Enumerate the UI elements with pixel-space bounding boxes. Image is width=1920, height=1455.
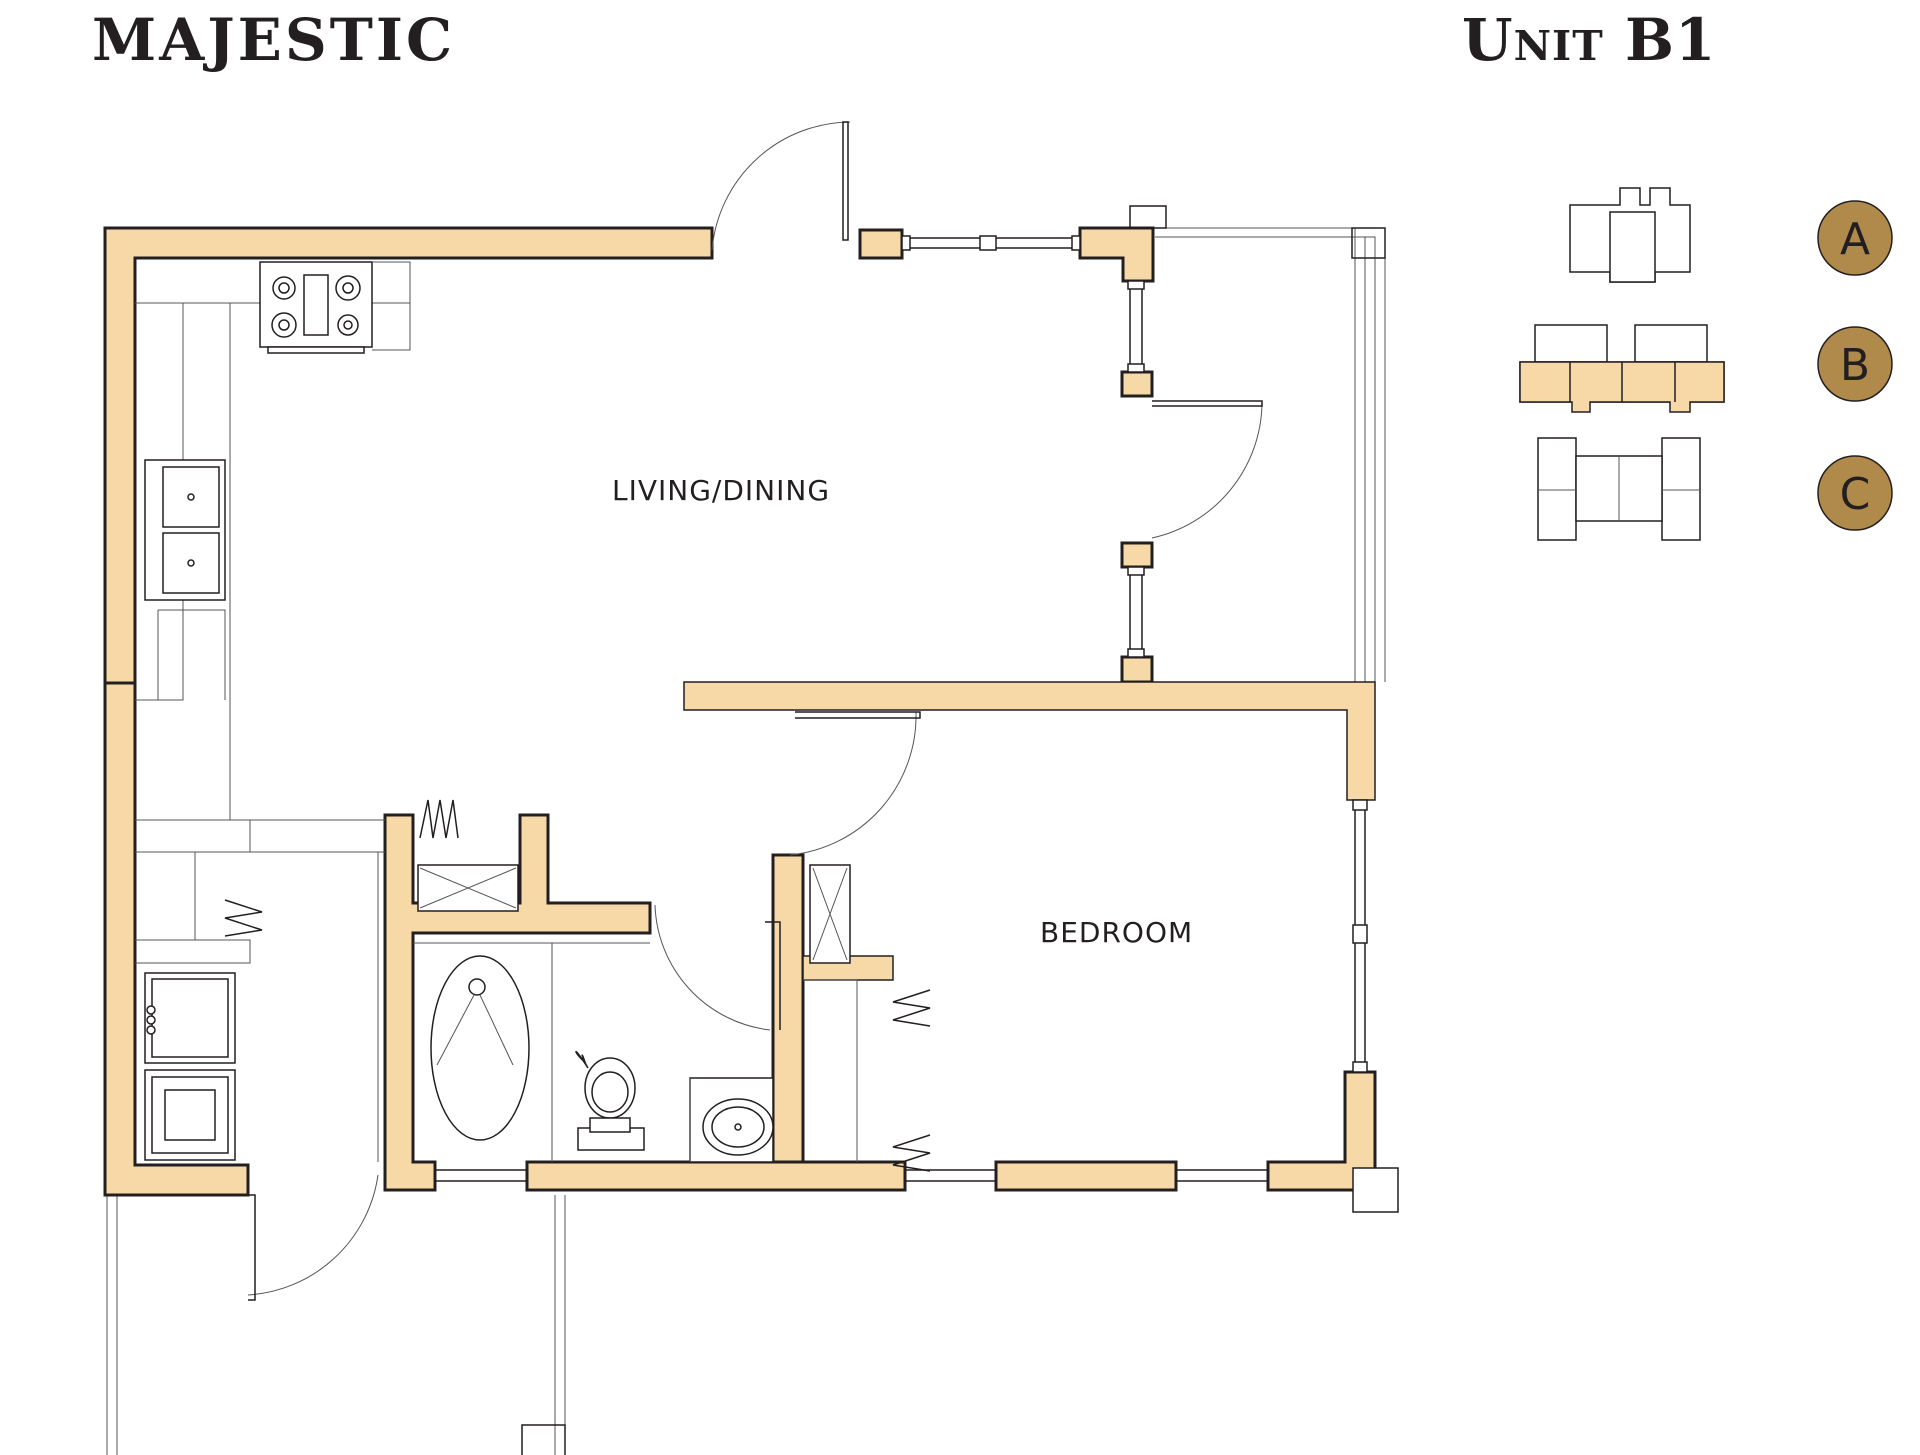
wall-pier-3 <box>1120 655 1154 684</box>
wall-west <box>103 681 250 1197</box>
key-plan-building-b[interactable] <box>1519 324 1725 413</box>
windows <box>435 235 1399 1213</box>
badge-a-label: A <box>1840 214 1870 265</box>
brand-title: MAJESTIC <box>92 6 456 74</box>
wall-bedroom-east <box>1266 1070 1377 1192</box>
badge-c-label: C <box>1840 469 1871 520</box>
wall-bedroom-north <box>683 681 1376 801</box>
wall-south-2 <box>994 1160 1178 1192</box>
kitchen <box>135 261 411 1162</box>
unit-title: Unit B1 <box>1462 6 1717 74</box>
doors <box>247 121 1263 1301</box>
wall-north-east <box>1078 226 1155 283</box>
key-plan-building-a <box>1569 187 1691 283</box>
wall-pier-top <box>858 228 904 260</box>
bathtub-icon <box>430 955 530 1141</box>
badge-b[interactable]: B <box>1817 326 1893 402</box>
key-plan: A B C <box>1519 187 1893 541</box>
toilet-icon <box>575 1051 589 1069</box>
badge-c[interactable]: C <box>1817 455 1893 531</box>
wall-pier-1 <box>1120 370 1154 398</box>
wall-bath-divider <box>771 853 805 1164</box>
closet <box>803 864 931 1172</box>
room-label-bedroom: BEDROOM <box>1040 916 1193 949</box>
wall-pier-2 <box>1120 541 1154 569</box>
bathroom <box>413 799 781 1163</box>
room-label-living: LIVING/DINING <box>612 474 830 507</box>
walls <box>103 205 1377 1197</box>
badge-b-label: B <box>1840 340 1870 391</box>
wall-north-west <box>103 226 714 685</box>
wall-south-1 <box>525 1160 907 1192</box>
patio-outline <box>106 227 1386 1455</box>
key-plan-building-c <box>1537 437 1701 541</box>
badge-a[interactable]: A <box>1817 200 1893 276</box>
